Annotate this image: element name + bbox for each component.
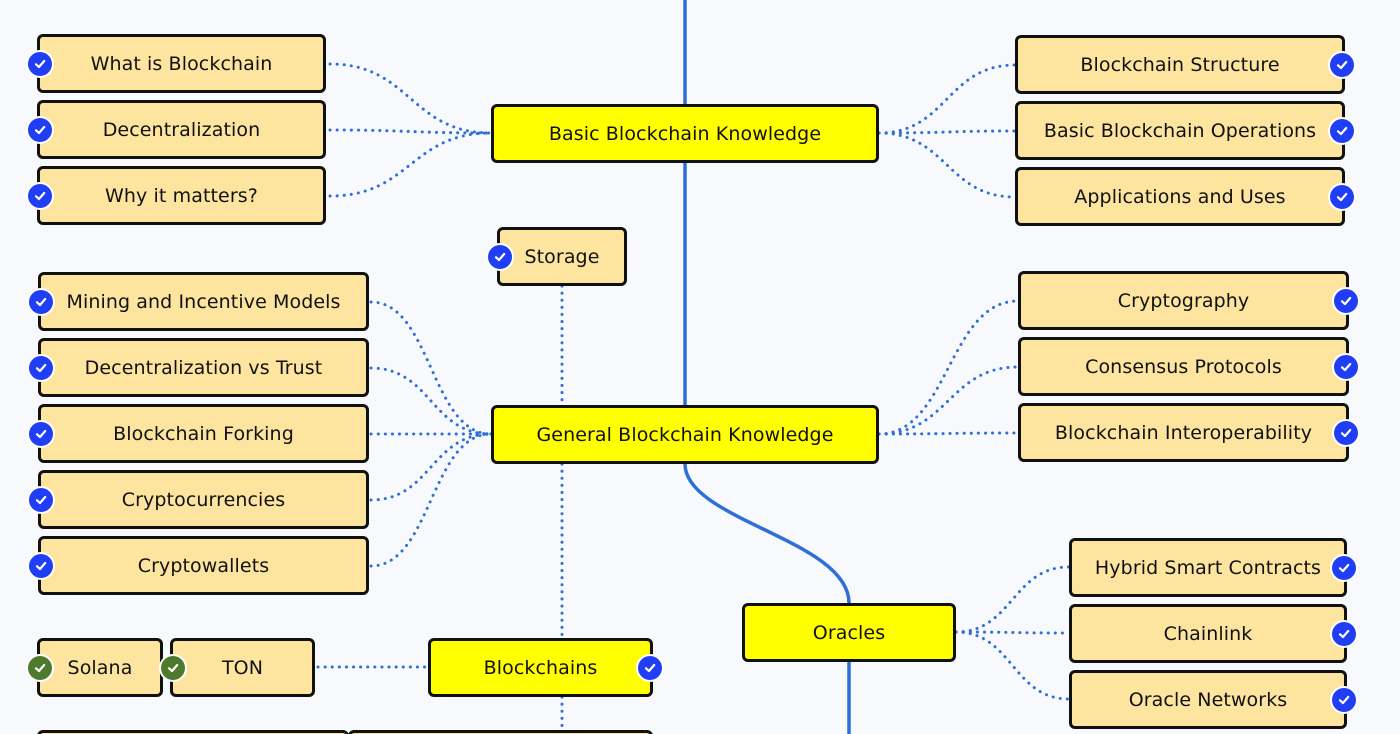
check-circle-icon-green [28, 655, 52, 680]
topic-what-is-blockchain[interactable]: What is Blockchain [28, 34, 326, 93]
topic-oracle-networks[interactable]: Oracle Networks [1069, 670, 1356, 729]
check-circle-icon [28, 51, 52, 76]
check-circle-icon [1330, 184, 1354, 209]
connector-basic-left-1 [328, 128, 493, 135]
topic-applications-and-uses[interactable]: Applications and Uses [1015, 167, 1354, 226]
topic-label: Decentralization [102, 118, 261, 141]
topic-solana[interactable]: Solana [28, 638, 163, 697]
check-circle-icon [1334, 354, 1358, 379]
check-circle-icon [1330, 52, 1354, 77]
check-circle-icon-green [161, 655, 185, 680]
topic-cut-off-middle[interactable] [348, 730, 653, 734]
check-circle-icon [1334, 420, 1358, 445]
hub-blockchains[interactable]: Blockchains [428, 638, 662, 697]
topic-hybrid-smart-contracts[interactable]: Hybrid Smart Contracts [1069, 538, 1356, 597]
hub-oracles[interactable]: Oracles [742, 603, 956, 662]
topic-why-it-matters[interactable]: Why it matters? [28, 166, 326, 225]
topic-basic-blockchain-operations[interactable]: Basic Blockchain Operations [1015, 101, 1354, 160]
hub-general-blockchain-knowledge[interactable]: General Blockchain Knowledge [491, 405, 879, 464]
topic-label: What is Blockchain [90, 52, 273, 75]
topic-blockchain-forking[interactable]: Blockchain Forking [29, 404, 369, 463]
connector-basic-right-1 [877, 129, 1017, 135]
check-circle-icon [1332, 621, 1356, 646]
topic-chainlink[interactable]: Chainlink [1069, 604, 1356, 663]
connector-general-right-0 [877, 299, 1020, 436]
connector-general-left-1 [369, 366, 493, 436]
connector-general-left-4 [369, 432, 493, 568]
topic-blockchain-structure[interactable]: Blockchain Structure [1015, 35, 1354, 94]
topic-cut-off-left[interactable] [37, 730, 349, 734]
topic-label: Decentralization vs Trust [84, 356, 323, 379]
check-circle-icon [29, 355, 53, 380]
connector-basic-left-2 [328, 131, 493, 198]
topic-label: Cryptography [1117, 289, 1250, 312]
connector-general-left-3 [369, 432, 493, 502]
topic-label: Hybrid Smart Contracts [1094, 556, 1322, 579]
spine-line [683, 462, 851, 605]
topic-label: Solana [67, 656, 133, 679]
topic-label: Applications and Uses [1074, 185, 1286, 208]
topic-label: Consensus Protocols [1085, 355, 1282, 378]
connector-general-left-0 [369, 300, 493, 436]
hub-label: Oracles [812, 621, 886, 644]
topic-label: Blockchain Forking [113, 422, 294, 445]
topic-label: Oracle Networks [1128, 688, 1288, 711]
topic-storage[interactable]: Storage [488, 227, 627, 286]
connector-basic-right-2 [877, 131, 1017, 199]
check-circle-icon [1330, 118, 1354, 143]
topic-cryptowallets[interactable]: Cryptowallets [29, 536, 369, 595]
connector-basic-left-0 [328, 62, 493, 135]
connector-oracles-right-1 [954, 630, 1071, 635]
check-circle-icon [29, 289, 53, 314]
topic-label: Blockchain Interoperability [1054, 421, 1313, 444]
topic-cryptography[interactable]: Cryptography [1018, 271, 1358, 330]
topic-label: Storage [524, 245, 600, 268]
check-circle-icon [28, 183, 52, 208]
topic-ton[interactable]: TON [161, 638, 315, 697]
connector-basic-right-0 [877, 63, 1017, 135]
hub-label: Basic Blockchain Knowledge [548, 122, 822, 145]
check-circle-icon [29, 553, 53, 578]
hub-basic-blockchain-knowledge[interactable]: Basic Blockchain Knowledge [491, 104, 879, 163]
topic-decentralization[interactable]: Decentralization [28, 100, 326, 159]
topic-label: TON [221, 656, 264, 679]
topic-blockchain-interoperability[interactable]: Blockchain Interoperability [1018, 403, 1358, 462]
topic-decentralization-vs-trust[interactable]: Decentralization vs Trust [29, 338, 369, 397]
connector-oracles-right-2 [954, 630, 1071, 701]
topic-cryptocurrencies[interactable]: Cryptocurrencies [29, 470, 369, 529]
check-circle-icon [1334, 288, 1358, 313]
topic-label: Chainlink [1163, 622, 1253, 645]
topic-label: Cryptocurrencies [121, 488, 286, 511]
hub-label: Blockchains [483, 656, 598, 679]
connector-general-right-1 [877, 365, 1020, 436]
hub-label: General Blockchain Knowledge [536, 423, 834, 446]
topic-mining-and-incentive-models[interactable]: Mining and Incentive Models [29, 272, 369, 331]
check-circle-icon [29, 487, 53, 512]
check-circle-icon [488, 244, 512, 269]
check-circle-icon [29, 421, 53, 446]
topic-label: Basic Blockchain Operations [1043, 119, 1317, 142]
topic-label: Blockchain Structure [1080, 53, 1280, 76]
topic-label: Cryptowallets [137, 554, 270, 577]
check-circle-icon [638, 655, 662, 680]
check-circle-icon [28, 117, 52, 142]
topic-label: Mining and Incentive Models [66, 290, 341, 313]
connector-general-right-2 [877, 431, 1020, 436]
check-circle-icon [1332, 687, 1356, 712]
check-circle-icon [1332, 555, 1356, 580]
connector-oracles-right-0 [954, 565, 1071, 634]
topic-consensus-protocols[interactable]: Consensus Protocols [1018, 337, 1358, 396]
topic-label: Why it matters? [105, 184, 258, 207]
